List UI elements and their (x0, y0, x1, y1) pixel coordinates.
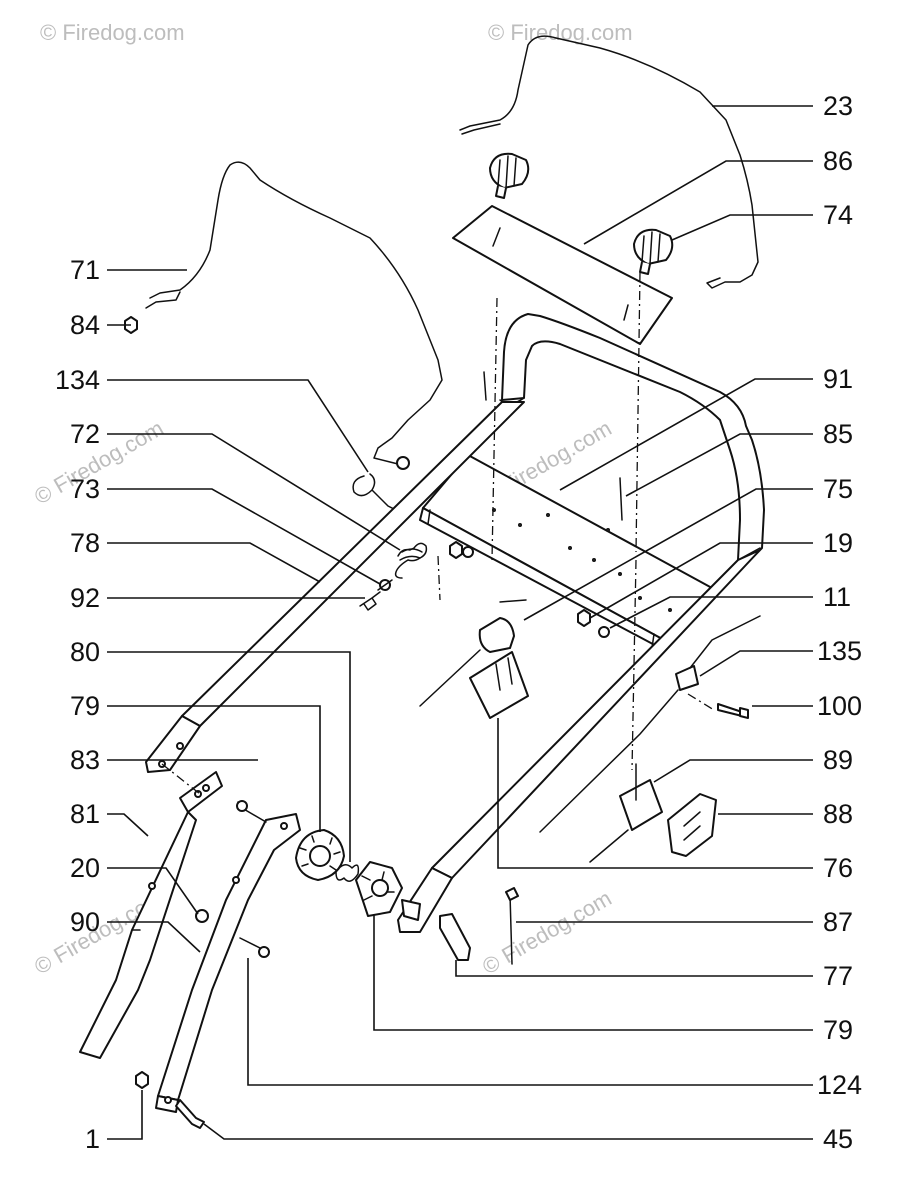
leader-1 (107, 1090, 143, 1140)
bail-wire-upper (459, 35, 759, 289)
part-label-124: 124 (817, 1070, 862, 1100)
right-side-hardware (539, 615, 761, 863)
leader-74 (671, 214, 813, 241)
leader-78 (107, 542, 321, 583)
leader-91 (559, 378, 813, 491)
handle-tube-upper (145, 313, 765, 933)
part-label-75: 75 (823, 474, 853, 504)
part-label-90: 90 (70, 907, 100, 937)
part-label-85: 85 (823, 419, 853, 449)
nut-1 (135, 1071, 149, 1089)
cable-clamp (419, 599, 529, 719)
knob-left (489, 152, 530, 199)
part-label-74: 74 (823, 200, 853, 230)
leader-79b (373, 914, 813, 1031)
part-label-45: 45 (823, 1124, 853, 1154)
part-label-76: 76 (823, 853, 853, 883)
part-label-84: 84 (70, 310, 100, 340)
part-label-1: 1 (85, 1124, 100, 1154)
leader-19 (589, 542, 813, 619)
leader-124 (247, 958, 813, 1086)
spring-134 (352, 473, 397, 511)
leader-85 (625, 433, 813, 497)
leader-75 (523, 488, 813, 621)
bail-wire-left (149, 161, 443, 467)
part-label-80: 80 (70, 637, 100, 667)
parts-drawing (79, 35, 765, 1129)
leader-11 (609, 596, 813, 629)
cover-plate (452, 205, 673, 345)
watermark-text: © Firedog.com (478, 885, 616, 979)
leader-80 (107, 651, 351, 862)
leader-20 (107, 867, 199, 915)
part-label-88: 88 (823, 799, 853, 829)
leader-76 (497, 718, 813, 869)
watermark-text: © Firedog.com (40, 20, 185, 45)
part-label-81: 81 (70, 799, 100, 829)
pin-85 (619, 477, 623, 521)
leader-77 (455, 960, 813, 977)
part-label-100: 100 (817, 691, 862, 721)
knob-right (633, 228, 674, 275)
part-label-77: 77 (823, 961, 853, 991)
bolt-45 (175, 1099, 205, 1129)
leader-89 (653, 759, 813, 783)
bolt-92 (359, 591, 381, 611)
bolt-100 (717, 703, 743, 717)
part-label-72: 72 (70, 419, 100, 449)
cable-tie-87 (509, 893, 513, 965)
part-label-135: 135 (817, 636, 862, 666)
leader-72 (107, 433, 401, 551)
leader-134 (107, 379, 369, 473)
leader-86 (583, 160, 813, 245)
part-label-91: 91 (823, 364, 853, 394)
part-label-11: 11 (823, 582, 851, 612)
part-label-19: 19 (823, 528, 853, 558)
gear-assembly (295, 829, 421, 921)
part-label-92: 92 (70, 583, 100, 613)
watermark-text: © Firedog.com (488, 20, 633, 45)
part-label-23: 23 (823, 91, 853, 121)
assembly-lines (161, 271, 715, 795)
part-label-79: 79 (70, 691, 100, 721)
part-label-89: 89 (823, 745, 853, 775)
part-label-134: 134 (55, 365, 100, 395)
spring-80 (335, 864, 360, 882)
part-label-20: 20 (70, 853, 100, 883)
leader-45 (203, 1123, 813, 1140)
leader-73 (107, 488, 381, 585)
small-fasteners (135, 800, 270, 1129)
part-label-79: 79 (823, 1015, 853, 1045)
part-labels: 23 86 74 71 84 134 91 72 85 73 75 78 19 … (55, 91, 862, 1154)
lower-handles (79, 771, 301, 1113)
leader-135 (699, 650, 813, 677)
part-label-86: 86 (823, 146, 853, 176)
leader-90 (107, 921, 201, 953)
part-label-71: 71 (70, 255, 100, 285)
washers-19-11 (449, 541, 610, 638)
washer-20 (195, 909, 209, 923)
clip-88 (667, 793, 717, 857)
part-label-83: 83 (70, 745, 100, 775)
leader-81 (107, 813, 149, 837)
clip-89 (619, 779, 663, 831)
part-label-73: 73 (70, 474, 100, 504)
cam-77 (439, 913, 471, 961)
leader-lines (107, 105, 813, 1140)
leader-79a (107, 705, 321, 832)
part-label-78: 78 (70, 528, 100, 558)
part-label-87: 87 (823, 907, 853, 937)
